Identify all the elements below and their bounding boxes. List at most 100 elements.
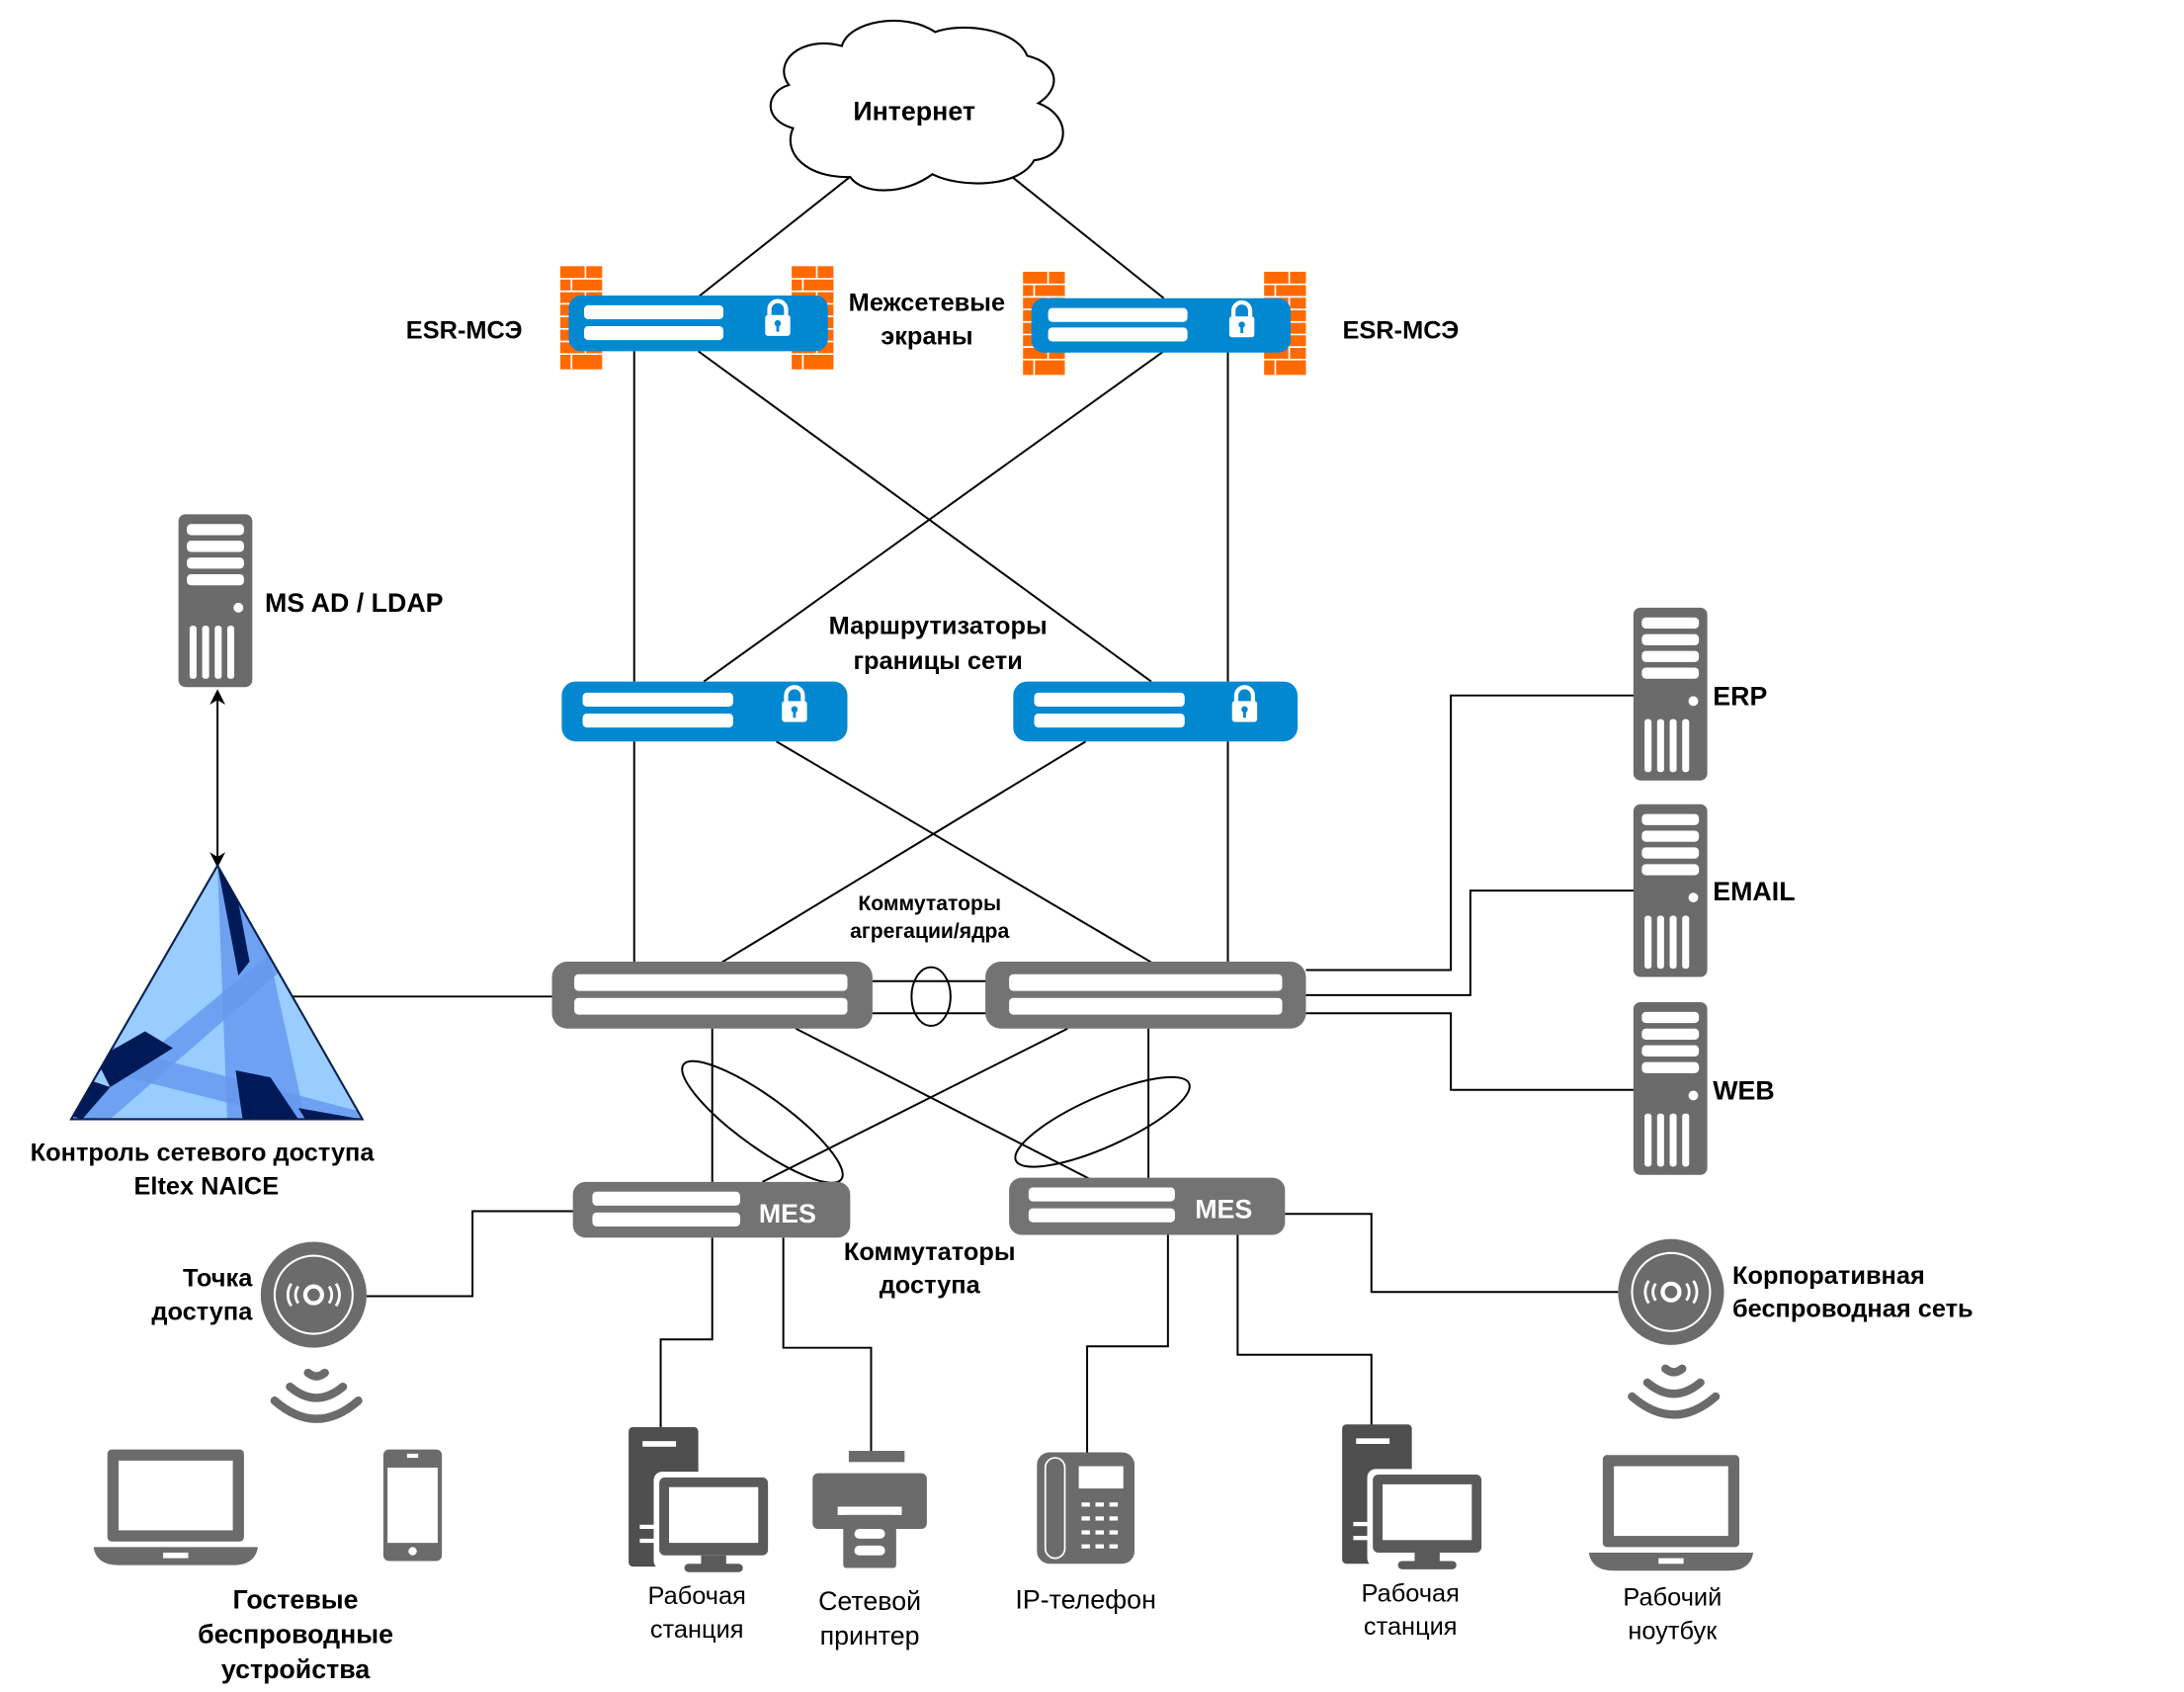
cloud-icon	[769, 19, 1064, 192]
border-router-left[interactable]	[561, 681, 848, 742]
border-router-right[interactable]	[1013, 681, 1299, 742]
printer-label-line1: Сетевой	[818, 1586, 921, 1616]
work-laptop-label-line2: ноутбук	[1628, 1617, 1718, 1645]
ldap-server[interactable]: MS AD / LDAP	[178, 514, 444, 688]
aggregation-group-label: Коммутаторы агрегации/ядра	[850, 892, 1009, 943]
connections	[210, 174, 1636, 1453]
printer-label-line2: принтер	[820, 1621, 920, 1650]
erp-server[interactable]: ERP	[1633, 607, 1767, 781]
smartphone-icon	[382, 1449, 443, 1562]
workstation-right-label-line1: Рабочая	[1362, 1579, 1460, 1607]
ldap-label: MS AD / LDAP	[265, 588, 444, 618]
border-routers-label-line1: Маршрутизаторы	[829, 613, 1048, 640]
access-switch-right[interactable]: MES	[1009, 1177, 1286, 1235]
link-mesl-ws	[659, 1237, 714, 1429]
printer-icon	[812, 1451, 927, 1568]
ip-phone[interactable]: IP-телефон	[1015, 1451, 1156, 1614]
guest-access-point[interactable]: Точка доступа	[151, 1242, 367, 1419]
link-agg-web	[1305, 1012, 1636, 1091]
aggregation-label-line2: агрегации/ядра	[850, 920, 1009, 943]
access-point-icon	[261, 1242, 367, 1348]
access-switch-left[interactable]: MES	[572, 1181, 851, 1238]
server-icon	[1633, 804, 1708, 977]
internet-cloud[interactable]: Интернет	[769, 19, 1064, 192]
wifi-signal-icon	[1632, 1369, 1716, 1415]
internet-label: Интернет	[853, 96, 975, 126]
firewalls-label-line2: экраны	[881, 322, 972, 350]
mes-left-label: MES	[759, 1199, 816, 1228]
access-group-label: Коммутаторы доступа	[844, 1238, 1016, 1300]
server-icon	[1633, 607, 1708, 781]
aggregation-switch-right[interactable]	[985, 962, 1306, 1029]
email-server[interactable]: EMAIL	[1633, 804, 1796, 977]
workstation-icon	[629, 1427, 771, 1572]
link-agg-erp	[1305, 694, 1636, 972]
wifi-signal-icon	[275, 1373, 359, 1419]
access-point-icon	[1618, 1239, 1723, 1345]
guest-devices-label-line2: беспроводные	[198, 1620, 393, 1650]
work-laptop-label-line1: Рабочий	[1623, 1584, 1722, 1612]
border-routers-label-line2: границы сети	[853, 647, 1022, 675]
border-routers-group-label: Маршрутизаторы границы сети	[829, 613, 1048, 675]
lag-access-right	[1014, 1075, 1191, 1168]
link-mesl-printer	[782, 1237, 873, 1453]
erp-label: ERP	[1713, 682, 1767, 712]
server-icon	[178, 514, 253, 688]
workstation-icon	[1342, 1424, 1484, 1569]
link-rr-al	[719, 740, 1087, 965]
web-server[interactable]: WEB	[1633, 1001, 1775, 1175]
switch-icon	[551, 962, 873, 1029]
link-mesl-ap	[366, 1210, 575, 1298]
web-label: WEB	[1713, 1076, 1774, 1106]
guest-devices[interactable]: Гостевые беспроводные устройства	[93, 1449, 443, 1684]
corp-ap-label-line2: беспроводная сеть	[1732, 1296, 1974, 1323]
laptop-icon	[93, 1449, 258, 1565]
link-mesr-phone	[1086, 1234, 1169, 1453]
guest-devices-label-line3: устройства	[221, 1654, 372, 1684]
mes-right-label: MES	[1195, 1195, 1252, 1225]
workstation-right-label-line2: станция	[1364, 1613, 1458, 1641]
corp-ap-label-line1: Корпоративная	[1732, 1262, 1925, 1290]
access-label-line2: доступа	[880, 1272, 981, 1300]
link-al-mr	[795, 1027, 1096, 1183]
work-laptop[interactable]: Рабочий ноутбук	[1588, 1455, 1754, 1645]
network-printer[interactable]: Сетевой принтер	[812, 1451, 927, 1650]
link-fwr-rl	[703, 350, 1165, 683]
guest-ap-label-line2: доступа	[151, 1298, 253, 1325]
firewall-left-label: ESR-МСЭ	[406, 317, 523, 345]
link-mesr-ap	[1285, 1213, 1619, 1294]
link-agg-email	[1305, 889, 1636, 996]
workstation-left-label-line1: Рабочая	[648, 1582, 746, 1610]
laptop-icon	[1588, 1455, 1754, 1571]
firewall-right[interactable]: ESR-МСЭ	[1022, 271, 1459, 377]
naice-label-line1: Контроль сетевого доступа	[31, 1140, 376, 1167]
link-mesr-ws	[1236, 1234, 1373, 1426]
workstation-left-label-line2: станция	[650, 1616, 744, 1644]
firewall-left[interactable]: ESR-МСЭ	[406, 265, 835, 371]
aggregation-switch-left[interactable]	[551, 962, 873, 1029]
guest-ap-label-line1: Точка	[183, 1265, 253, 1293]
guest-devices-label-line1: Гостевые	[233, 1584, 359, 1614]
link-rl-ar	[776, 740, 1153, 965]
ip-phone-icon	[1036, 1451, 1135, 1565]
corporate-access-point[interactable]: Корпоративная беспроводная сеть	[1618, 1239, 1974, 1415]
server-icon	[1633, 1001, 1708, 1175]
access-label-line1: Коммутаторы	[844, 1238, 1016, 1266]
aggregation-label-line1: Коммутаторы	[858, 892, 1001, 915]
ip-phone-label: IP-телефон	[1015, 1584, 1155, 1614]
email-label: EMAIL	[1713, 877, 1795, 906]
link-ar-ml	[762, 1027, 1068, 1183]
workstation-left[interactable]: Рабочая станция	[629, 1427, 771, 1644]
switch-icon	[985, 962, 1306, 1029]
workstation-right[interactable]: Рабочая станция	[1342, 1424, 1484, 1641]
firewalls-group-label: Межсетевые экраны	[849, 289, 1005, 350]
naice[interactable]: Контроль сетевого доступа Eltex NAICE	[31, 850, 389, 1201]
link-internet-fw-left	[698, 174, 853, 298]
lag-agg	[910, 966, 952, 1027]
firewall-right-label: ESR-МСЭ	[1342, 317, 1459, 345]
naice-label-line2: Eltex NAICE	[133, 1173, 279, 1201]
link-internet-fw-right	[1009, 174, 1165, 299]
lag-access-left	[681, 1059, 844, 1184]
firewalls-label-line1: Межсетевые	[849, 289, 1005, 316]
